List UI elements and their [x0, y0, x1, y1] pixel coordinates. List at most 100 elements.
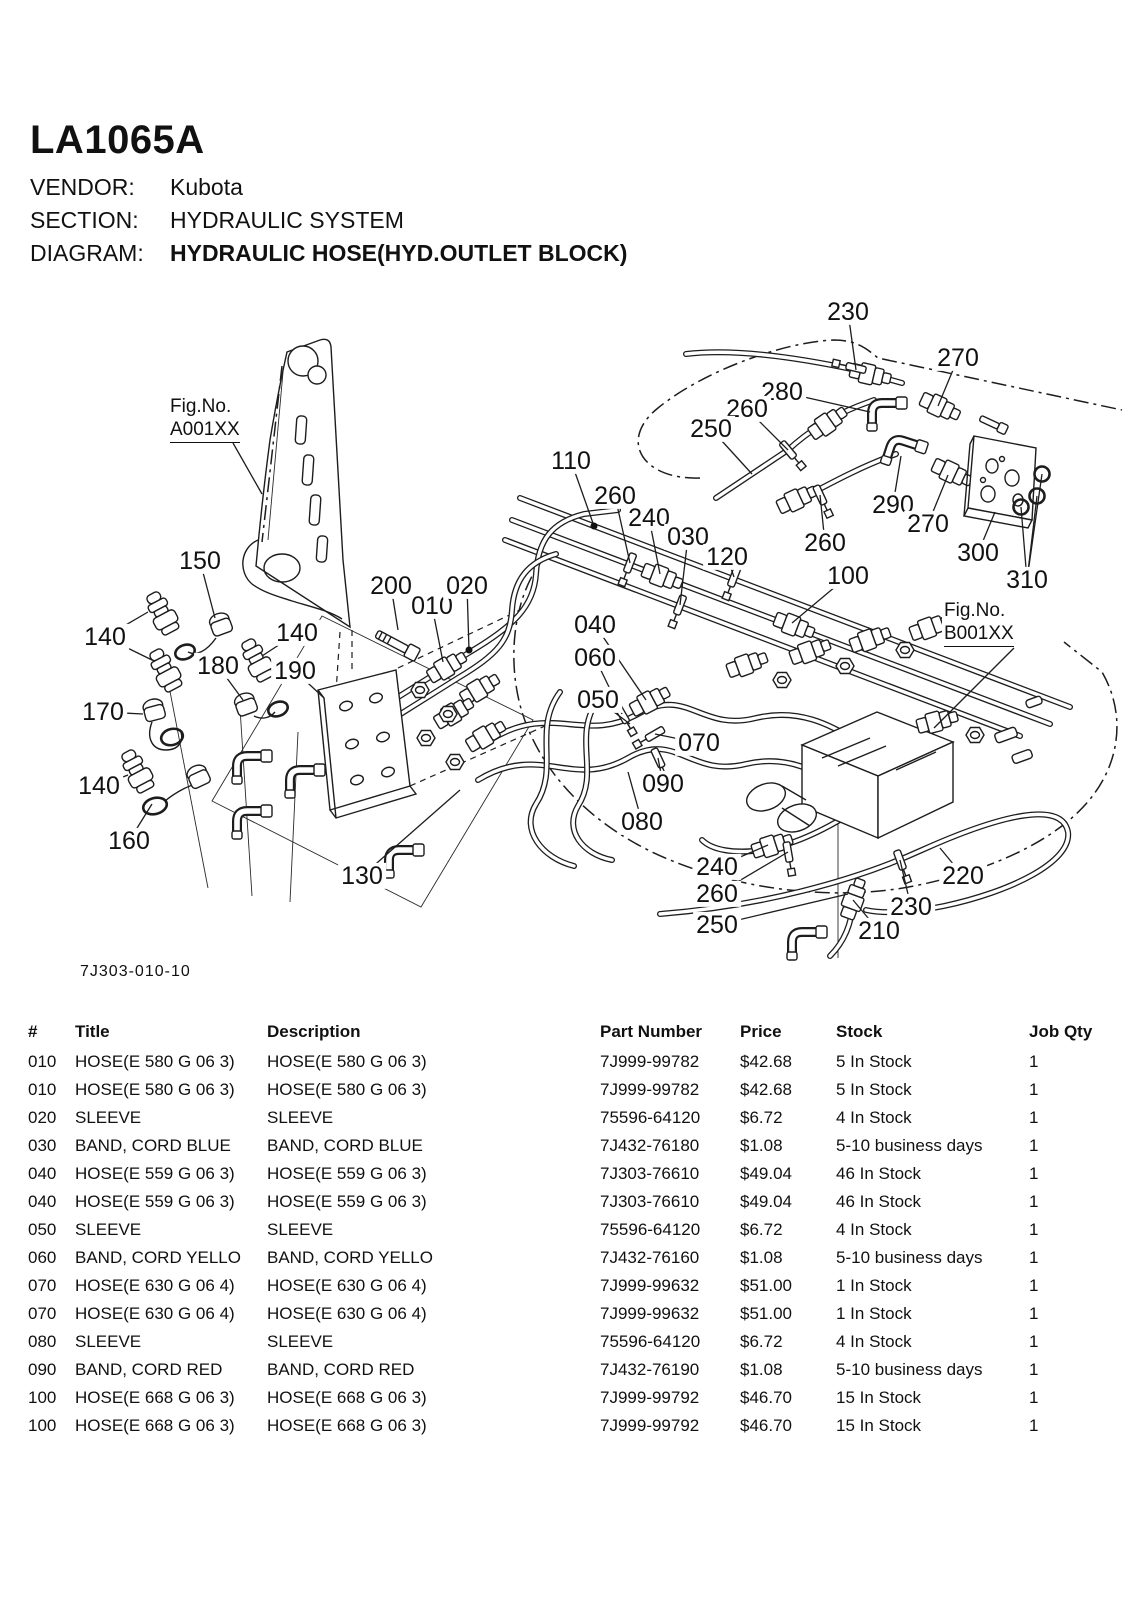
- cell-part_number: 7J999-99632: [600, 1276, 700, 1295]
- cell-stock: 15 In Stock: [836, 1416, 922, 1435]
- part-callout-110: 110: [548, 448, 594, 474]
- part-callout-310: 310: [1003, 567, 1051, 593]
- diagram-label: DIAGRAM:: [30, 240, 144, 266]
- cell-title: HOSE(E 559 G 06 3): [75, 1192, 235, 1211]
- cell-part_number: 75596-64120: [600, 1108, 701, 1127]
- cell-job_qty: 1: [1029, 1052, 1039, 1071]
- o-ring: [1030, 489, 1045, 504]
- cell-stock: 1 In Stock: [836, 1276, 912, 1295]
- vendor-row: VENDOR: Kubota: [30, 171, 627, 204]
- cell-num: 060: [28, 1248, 57, 1267]
- cell-part_number: 75596-64120: [600, 1220, 701, 1239]
- col-title: Title: [75, 1022, 110, 1041]
- cell-stock: 15 In Stock: [836, 1388, 922, 1407]
- col-stock: Stock: [836, 1022, 883, 1041]
- cell-part_number: 7J432-76180: [600, 1136, 700, 1155]
- part-callout-280: 280: [758, 379, 806, 405]
- cell-job_qty: 1: [1029, 1416, 1039, 1435]
- cell-price: $42.68: [740, 1052, 792, 1071]
- col-description: Description: [267, 1022, 361, 1041]
- cell-num: 100: [28, 1416, 57, 1435]
- cell-description: BAND, CORD YELLO: [267, 1248, 433, 1267]
- cell-price: $6.72: [740, 1332, 783, 1351]
- cell-num: 020: [28, 1108, 57, 1127]
- cell-description: HOSE(E 630 G 06 4): [267, 1304, 427, 1323]
- cell-description: HOSE(E 559 G 06 3): [267, 1164, 427, 1183]
- part-callout-210: 210: [855, 918, 903, 944]
- part-callout-020: 020: [443, 573, 491, 599]
- bolt-glyph: [374, 628, 421, 662]
- cell-title: BAND, CORD YELLO: [75, 1248, 241, 1267]
- cell-num: 070: [28, 1276, 57, 1295]
- cell-stock: 46 In Stock: [836, 1192, 922, 1211]
- cell-job_qty: 1: [1029, 1304, 1039, 1323]
- cell-stock: 5-10 business days: [836, 1136, 983, 1155]
- part-callout-250: 250: [693, 912, 741, 938]
- page-title: LA1065A: [30, 118, 205, 162]
- part-callout-240: 240: [625, 505, 673, 531]
- cell-job_qty: 1: [1029, 1136, 1039, 1155]
- cell-title: HOSE(E 559 G 06 3): [75, 1164, 235, 1183]
- outlet-block: [964, 414, 1050, 528]
- part-callout-090: 090: [639, 771, 687, 797]
- cell-price: $46.70: [740, 1388, 792, 1407]
- cell-part_number: 7J999-99792: [600, 1388, 700, 1407]
- cell-price: $46.70: [740, 1416, 792, 1435]
- cell-description: HOSE(E 580 G 06 3): [267, 1052, 427, 1071]
- cell-title: HOSE(E 580 G 06 3): [75, 1080, 235, 1099]
- part-callout-070: 070: [675, 730, 723, 756]
- cell-price: $6.72: [740, 1108, 783, 1127]
- cell-description: SLEEVE: [267, 1332, 334, 1351]
- cell-price: $1.08: [740, 1360, 783, 1379]
- cell-description: HOSE(E 630 G 06 4): [267, 1276, 427, 1295]
- cell-stock: 4 In Stock: [836, 1220, 912, 1239]
- cell-description: BAND, CORD BLUE: [267, 1136, 423, 1155]
- part-callout-150: 150: [176, 548, 224, 574]
- page-header: LA1065A VENDOR: Kubota SECTION: HYDRAULI…: [30, 118, 627, 270]
- cell-stock: 5-10 business days: [836, 1248, 983, 1267]
- cell-title: HOSE(E 630 G 06 4): [75, 1304, 235, 1323]
- cell-price: $6.72: [740, 1220, 783, 1239]
- fig-ref-prefix: Fig.No.: [944, 600, 1006, 621]
- cell-job_qty: 1: [1029, 1192, 1039, 1211]
- cell-num: 010: [28, 1052, 57, 1071]
- cell-num: 050: [28, 1220, 57, 1239]
- part-callout-140: 140: [81, 624, 129, 650]
- cell-stock: 5 In Stock: [836, 1052, 912, 1071]
- cell-part_number: 7J303-76610: [600, 1164, 700, 1183]
- o-ring: [1014, 500, 1029, 515]
- cell-title: HOSE(E 630 G 06 4): [75, 1276, 235, 1295]
- cell-part_number: 7J303-76610: [600, 1192, 700, 1211]
- cell-stock: 46 In Stock: [836, 1164, 922, 1183]
- cell-price: $51.00: [740, 1276, 792, 1295]
- cell-num: 010: [28, 1080, 57, 1099]
- cell-job_qty: 1: [1029, 1164, 1039, 1183]
- part-callout-080: 080: [618, 809, 666, 835]
- cell-description: HOSE(E 559 G 06 3): [267, 1192, 427, 1211]
- diagram-row: DIAGRAM: HYDRAULIC HOSE(HYD.OUTLET BLOCK…: [30, 237, 627, 270]
- part-callout-170: 170: [79, 699, 127, 725]
- fig-ref-number: B001XX: [944, 623, 1014, 647]
- cell-part_number: 7J432-76190: [600, 1360, 700, 1379]
- part-callout-130: 130: [338, 863, 386, 889]
- cell-part_number: 7J999-99782: [600, 1052, 700, 1071]
- part-callout-260: 260: [591, 483, 639, 509]
- part-callout-160: 160: [105, 828, 153, 854]
- port-fittings: [410, 646, 510, 771]
- cell-description: HOSE(E 580 G 06 3): [267, 1080, 427, 1099]
- part-callout-040: 040: [571, 612, 619, 638]
- fig-ref-number: A001XX: [170, 419, 240, 443]
- cell-job_qty: 1: [1029, 1388, 1039, 1407]
- cell-part_number: 7J999-99792: [600, 1416, 700, 1435]
- vendor-label: VENDOR:: [30, 174, 135, 200]
- part-callout-140: 140: [75, 773, 123, 799]
